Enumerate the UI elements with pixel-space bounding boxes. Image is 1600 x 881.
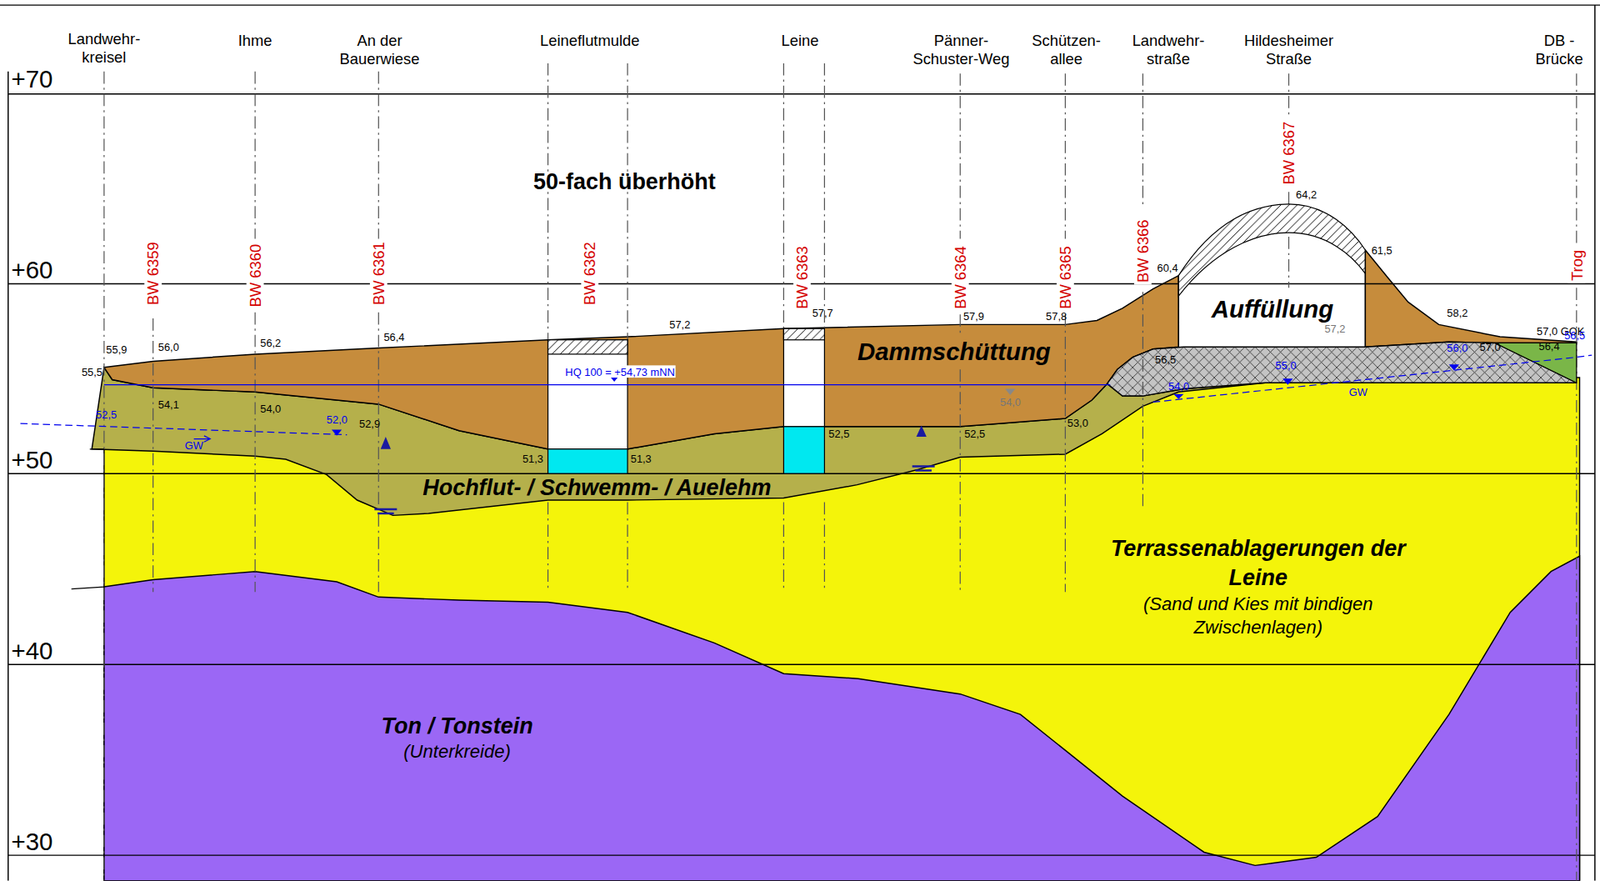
- elevation-value: 61,5: [1371, 244, 1393, 257]
- station-line: [960, 73, 961, 239]
- street-name: Hildesheimer Straße: [1230, 31, 1348, 69]
- borehole-id: Trog: [1567, 247, 1585, 283]
- elevation-value: 56,4: [383, 330, 405, 344]
- station-line: [783, 63, 785, 329]
- water-level: GW: [1349, 385, 1368, 399]
- elevation-value: 51,3: [522, 451, 544, 465]
- station-line: [1065, 73, 1066, 239]
- borehole-id: BW 6367: [1280, 119, 1298, 186]
- layer-name: Terrassenablagerungen der Leine: [1105, 534, 1411, 593]
- station-line: [547, 63, 549, 340]
- water-level: 52,5: [95, 408, 117, 421]
- street-name: DB - Brücke: [1527, 31, 1591, 69]
- layer-name: Ton / Tonstein: [381, 711, 534, 741]
- elevation-value: 56,5: [1155, 353, 1176, 366]
- water-level: 56,5: [1564, 328, 1585, 341]
- elevation-value: 57,9: [963, 310, 985, 323]
- layer-name: (Sand und Kies mit bindigen Zwischenlage…: [1105, 592, 1411, 640]
- elevation-value: 64,2: [1295, 187, 1317, 200]
- borehole-id: BW 6360: [246, 241, 265, 309]
- elevation-value: 57,8: [1045, 310, 1067, 323]
- borehole-id: BW 6366: [1134, 217, 1152, 285]
- station-line: [152, 318, 154, 592]
- street-name: Pänner- Schuster-Weg: [905, 31, 1018, 69]
- station-line: [378, 71, 380, 240]
- elevation-value: 57,7: [812, 305, 834, 319]
- station-line: [1288, 73, 1290, 115]
- elevation-value: 51,3: [630, 451, 652, 465]
- elevation-value: 55,9: [105, 342, 127, 355]
- water-level: 52,0: [326, 413, 348, 426]
- water-level: 56,0: [1446, 341, 1468, 355]
- elevation-value: 52,9: [359, 417, 380, 430]
- water-level: 54,0: [1168, 380, 1190, 393]
- elevation-value: 57,0: [1480, 340, 1501, 354]
- elevation-value: 52,5: [828, 427, 850, 440]
- layer-name: Auffüllung: [1211, 295, 1334, 324]
- elevation-axis: +40: [10, 636, 53, 665]
- water-level: HQ 100 = +54,73 mNN: [564, 365, 676, 378]
- elevation-value: 54,1: [158, 398, 180, 411]
- elevation-axis: +50: [10, 445, 53, 475]
- elevation-value: 56,2: [260, 336, 281, 350]
- elevation-value: 54,0: [260, 401, 281, 415]
- borehole-id: BW 6363: [793, 244, 811, 311]
- street-name: Ihme: [238, 31, 273, 50]
- station-line: [824, 63, 825, 329]
- layer-name: (Unterkreide): [403, 740, 511, 765]
- elevation-value: 57,2: [1324, 322, 1345, 335]
- elevation-value: 55,5: [81, 365, 103, 378]
- elevation-value: 52,5: [964, 427, 985, 440]
- borehole-id: BW 6361: [370, 240, 388, 307]
- station-line: [1142, 73, 1144, 209]
- elevation-axis: +60: [10, 255, 53, 285]
- elevation-value: 58,2: [1446, 305, 1468, 319]
- layer-name: Hochflut- / Schwemm- / Auelehm: [422, 473, 771, 503]
- street-name: An der Bauerwiese: [332, 31, 427, 69]
- street-name: Landwehr- straße: [1124, 31, 1212, 69]
- water-level: 55,0: [1275, 359, 1297, 372]
- elevation-axis: +30: [10, 827, 53, 856]
- borehole-id: BW 6362: [580, 240, 599, 307]
- elevation-value: 53,0: [1067, 416, 1089, 430]
- layer-name: Dammschüttung: [857, 337, 1051, 366]
- borehole-id: BW 6365: [1056, 244, 1075, 311]
- station-line: [1575, 73, 1577, 245]
- station-line: [255, 71, 256, 240]
- elevation-value: 60,4: [1157, 260, 1179, 274]
- street-name: Schützen- allee: [1023, 31, 1110, 69]
- elevation-value: 56,4: [1539, 340, 1560, 353]
- scale-note: 50-fach überhöht: [533, 168, 716, 195]
- elevation-value: 54,0: [1000, 395, 1021, 409]
- borehole-id: BW 6359: [144, 240, 162, 307]
- elevation-value: 57,2: [669, 318, 690, 331]
- borehole-id: BW 6364: [951, 244, 970, 311]
- street-name: Landwehr- kreisel: [60, 30, 148, 67]
- street-name: Leine: [781, 31, 820, 50]
- street-name: Leineflutmulde: [540, 31, 640, 50]
- station-line: [626, 63, 628, 340]
- elevation-value: 56,0: [158, 340, 180, 354]
- layer-outline: [104, 555, 1580, 880]
- elevation-axis: +70: [10, 65, 53, 94]
- water-level: GW: [185, 439, 204, 452]
- layer-outline: [104, 377, 1580, 881]
